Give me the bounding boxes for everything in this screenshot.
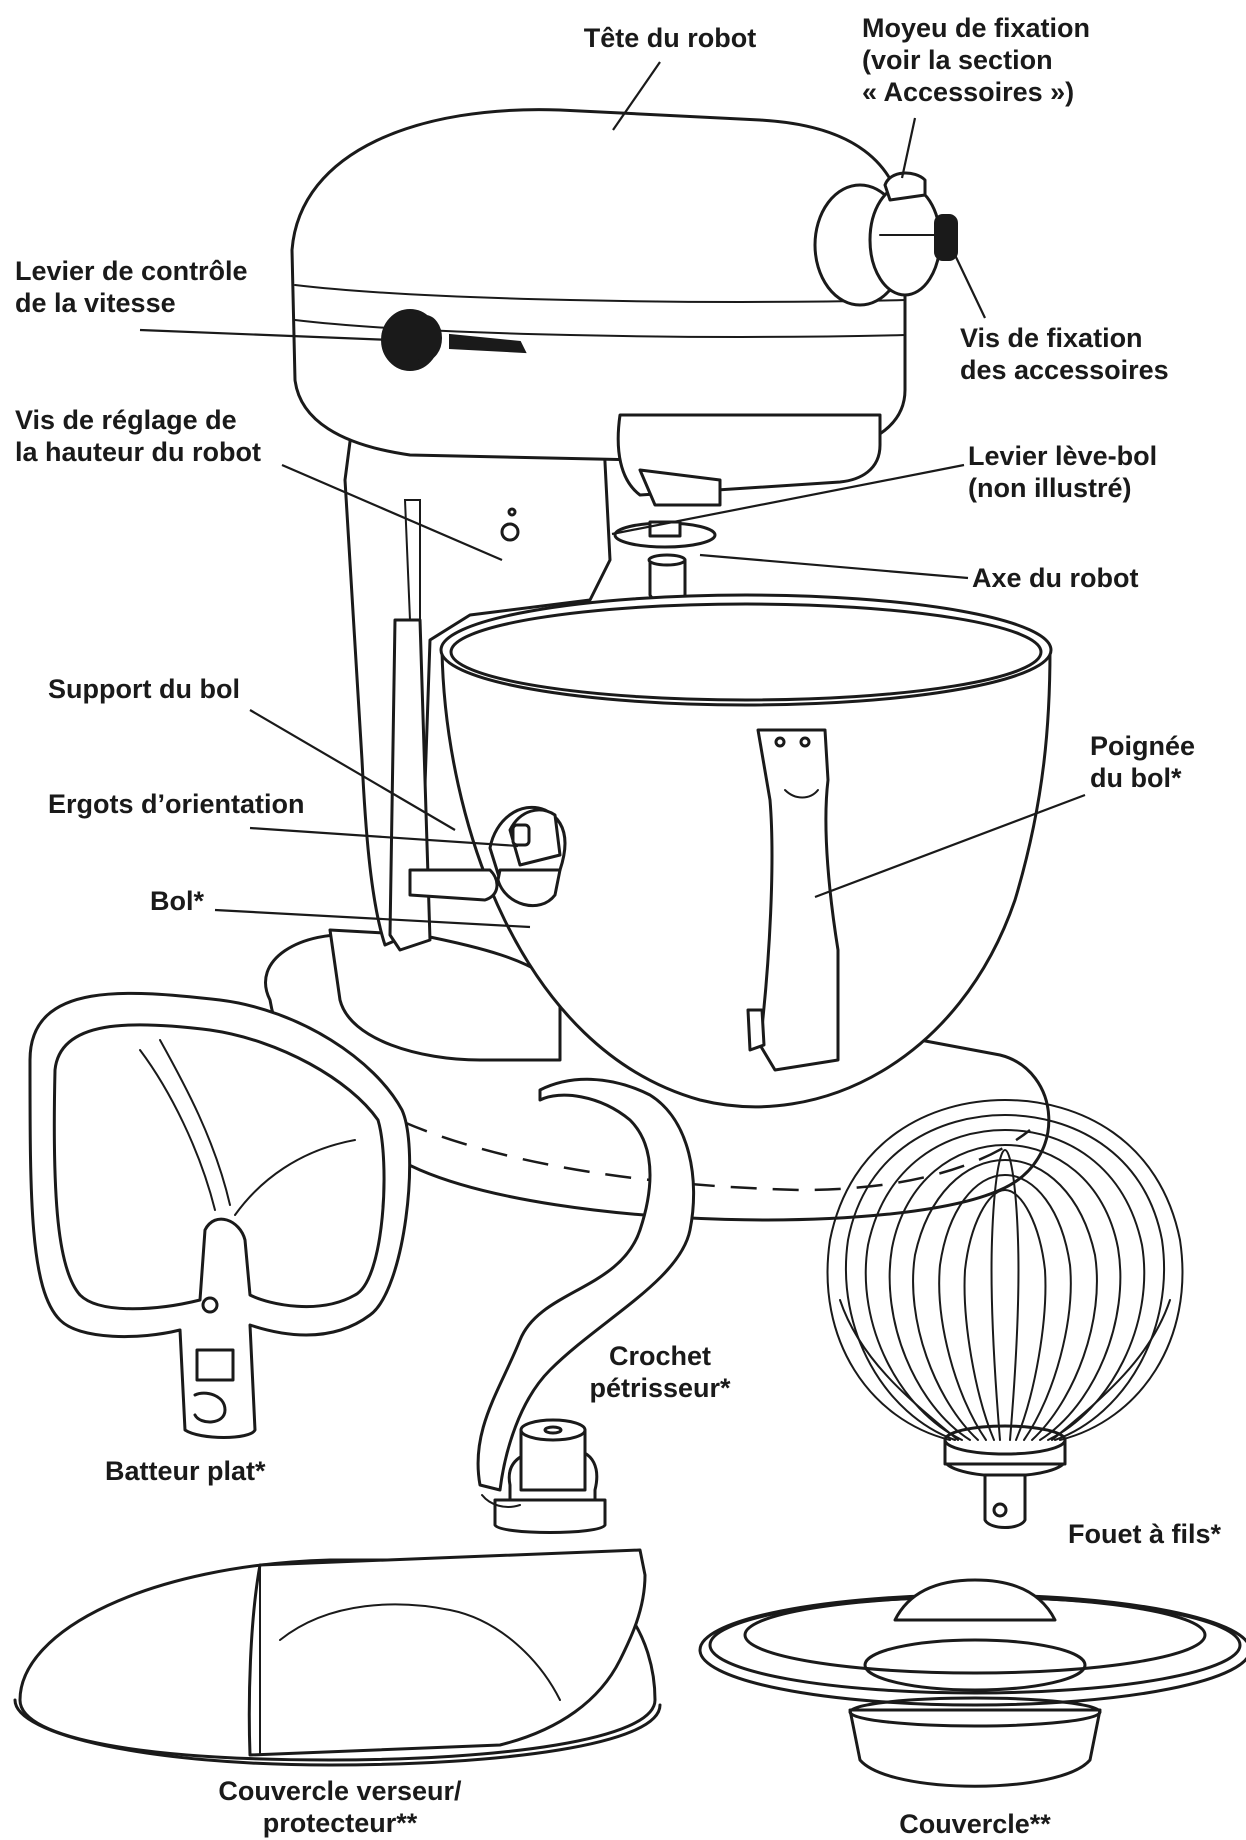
label-levier-controle-vitesse: Levier de contrôle de la vitesse	[15, 256, 248, 318]
dough-hook	[476, 1077, 696, 1534]
label-poignee-du-bol: Poignée du bol*	[1090, 731, 1196, 793]
attachment-screw-knob	[934, 214, 958, 261]
leader-support-bol	[249, 709, 456, 831]
label-axe-du-robot: Axe du robot	[972, 563, 1139, 593]
label-batteur-plat: Batteur plat*	[105, 1456, 266, 1486]
leader-lines	[139, 61, 1086, 929]
leader-axe	[699, 553, 969, 580]
flat-beater	[28, 991, 412, 1439]
label-tete-du-robot: Tête du robot	[583, 23, 757, 53]
attachment-hub	[813, 171, 958, 307]
leader-tete	[612, 61, 661, 131]
locating-pin	[511, 823, 531, 847]
mixer-head	[290, 108, 907, 507]
label-vis-reglage-hauteur: Vis de réglage de la hauteur du robot	[15, 405, 261, 467]
mixer-column	[343, 363, 612, 952]
leader-ergots	[249, 826, 519, 848]
leader-levier-leve-bol	[611, 463, 965, 536]
speed-lever	[381, 309, 527, 371]
label-fouet-a-fils: Fouet à fils*	[1068, 1519, 1222, 1549]
label-support-du-bol: Support du bol	[48, 674, 240, 704]
leader-bol	[214, 908, 531, 929]
leader-moyeu	[900, 117, 917, 179]
label-ergots-orientation: Ergots d’orientation	[48, 789, 305, 819]
pouring-shield	[13, 1548, 662, 1767]
leader-levier-vitesse	[139, 328, 393, 342]
label-couvercle: Couvercle**	[899, 1809, 1051, 1839]
leader-vis-fixation	[954, 254, 986, 319]
label-crochet-petrisseur: Crochet pétrisseur*	[589, 1341, 731, 1403]
label-levier-leve-bol: Levier lève-bol (non illustré)	[968, 441, 1158, 503]
leader-poignee	[814, 793, 1086, 899]
label-couvercle-verseur: Couvercle verseur/ protecteur**	[218, 1776, 462, 1838]
label-moyeu-de-fixation: Moyeu de fixation (voir la section « Acc…	[862, 13, 1091, 107]
label-bol: Bol*	[150, 886, 204, 916]
leader-vis-reglage	[281, 463, 503, 562]
wire-whip	[826, 1098, 1184, 1529]
mixing-bowl	[408, 593, 1053, 1109]
mixer-shaft	[613, 520, 717, 604]
bowl-cover	[698, 1578, 1246, 1788]
label-vis-fixation-accessoires: Vis de fixation des accessoires	[960, 323, 1169, 385]
